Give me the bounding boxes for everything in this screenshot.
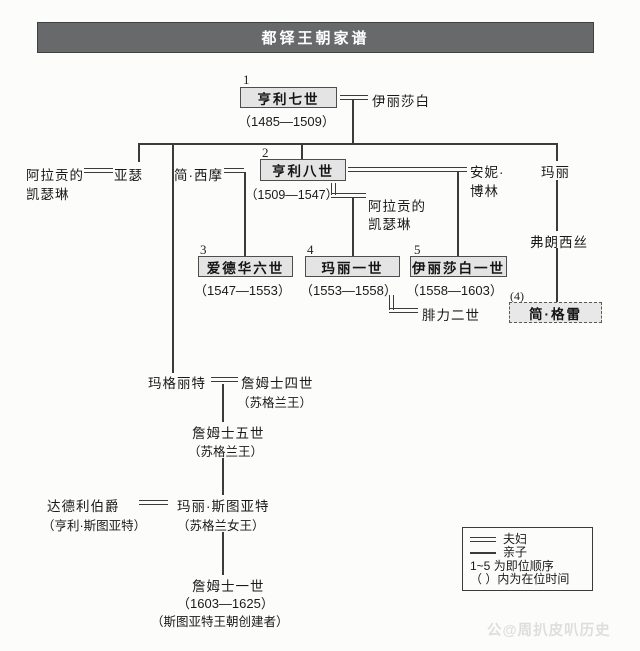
person-anne-boleyn: 安妮· — [470, 165, 505, 180]
person-catherine-aragon-2: 凯瑟琳 — [368, 217, 412, 232]
person-catherine-aragon-1: 阿拉贡的 — [26, 168, 84, 183]
person-catherine-aragon-2: 阿拉贡的 — [368, 199, 426, 214]
connector-line — [556, 180, 558, 231]
connector-line-mary1 — [352, 198, 354, 257]
person-anne-boleyn: 博林 — [470, 184, 499, 199]
legend-couple-label: 夫妇 — [503, 532, 528, 546]
marriage-line-henry8-catherine — [331, 193, 366, 198]
succession-order-4: 4 — [307, 242, 314, 257]
connector-line — [301, 143, 303, 160]
connector-line — [222, 458, 224, 495]
note-mary-stuart: （苏格兰女王） — [177, 519, 265, 533]
marriage-line-henry7-elizabeth — [340, 95, 368, 100]
note-james1: （斯图亚特王朝创建者） — [151, 615, 289, 629]
person-james4: 詹姆士四世 — [241, 376, 314, 391]
marriage-line-darnley-marystuart — [139, 500, 168, 505]
note-james4: （苏格兰王） — [237, 396, 313, 410]
diagram-title: 都铎王朝家谱 — [37, 22, 594, 53]
marriage-line-seymour-henry8 — [224, 168, 244, 173]
marriage-line-mary1-philip — [389, 295, 394, 310]
reign-henry8: （1509—1547） — [245, 188, 339, 202]
legend-parent-child-label: 亲子 — [503, 545, 528, 560]
marriage-line-catherine-arthur — [84, 168, 113, 173]
succession-order-5: 5 — [414, 242, 421, 257]
connector-line — [222, 384, 224, 422]
marriage-line-mary1-philip — [389, 308, 418, 313]
person-mary-tudor: 玛丽 — [541, 165, 570, 180]
connector-line-edward — [244, 172, 246, 257]
legend-paren-note: （ ）内为在位时间 — [470, 571, 585, 586]
legend-order-note: 1~5 为即位顺序 — [470, 558, 585, 573]
legend-order-note-text: 1~5 为即位顺序 — [470, 558, 554, 573]
reign-elizabeth1: （1558—1603） — [406, 283, 503, 298]
connector-line — [222, 532, 224, 575]
connector-line — [556, 143, 558, 161]
legend-couple-row: 夫妇 — [470, 533, 585, 546]
person-philip2: 腓力二世 — [422, 308, 480, 323]
legend-box: 夫妇 亲子 1~5 为即位顺序 （ ）内为在位时间 — [462, 527, 593, 591]
person-box-elizabeth1: 伊丽莎白一世 — [410, 256, 507, 277]
person-catherine-aragon-1: 凯瑟琳 — [26, 187, 70, 202]
parent-child-line-icon — [470, 552, 496, 554]
person-james1: 詹姆士一世 — [192, 579, 265, 594]
couple-line-icon — [470, 537, 496, 542]
sibling-line — [138, 143, 557, 145]
person-box-edward6: 爱德华六世 — [198, 256, 293, 277]
person-arthur: 亚瑟 — [114, 168, 143, 183]
person-margaret: 玛格丽特 — [148, 376, 206, 391]
legend-paren-note-text: （ ）内为在位时间 — [470, 571, 570, 586]
note-james5: （苏格兰王） — [188, 445, 264, 459]
marriage-line-henry8-catherine — [331, 183, 336, 195]
watermark-logo-icon: 公 — [487, 623, 503, 639]
person-box-mary1: 玛丽一世 — [305, 256, 400, 277]
succession-order-2: 2 — [262, 145, 269, 160]
person-box-henry8: 亨利八世 — [260, 159, 346, 181]
connector-line — [352, 100, 354, 143]
reign-mary1: （1553—1558） — [300, 283, 397, 298]
legend-parent-child-row: 亲子 — [470, 546, 585, 559]
person-elizabeth-of-york: 伊丽莎白 — [372, 94, 430, 109]
connector-line-elizabeth1 — [457, 171, 459, 257]
note-darnley: （亨利·斯图亚特） — [42, 519, 147, 533]
reign-henry7: （1485—1509） — [238, 114, 335, 129]
reign-james1: （1603—1625） — [177, 596, 274, 611]
succession-order-3: 3 — [200, 242, 207, 257]
connector-line — [138, 143, 140, 162]
person-box-jane-grey: 简·格雷 — [509, 302, 602, 323]
marriage-line-margaret-james4 — [211, 377, 238, 382]
watermark-text: @周扒皮叭历史 — [502, 623, 611, 639]
person-frances: 弗朗西丝 — [530, 235, 588, 250]
marriage-line-henry8-anne — [348, 167, 467, 172]
person-box-henry7: 亨利七世 — [240, 87, 337, 108]
succession-order-jane-grey: (4) — [510, 289, 524, 303]
watermark: 公@周扒皮叭历史 — [487, 619, 611, 640]
person-darnley: 达德利伯爵 — [47, 499, 120, 514]
connector-line-margaret — [172, 143, 174, 373]
person-mary-stuart: 玛丽·斯图亚特 — [177, 499, 270, 514]
connector-line — [556, 248, 558, 303]
person-jane-seymour: 简·西摩 — [174, 168, 223, 183]
person-james5: 詹姆士五世 — [192, 426, 265, 441]
reign-edward6: （1547—1553） — [194, 283, 291, 298]
succession-order-1: 1 — [243, 72, 250, 87]
